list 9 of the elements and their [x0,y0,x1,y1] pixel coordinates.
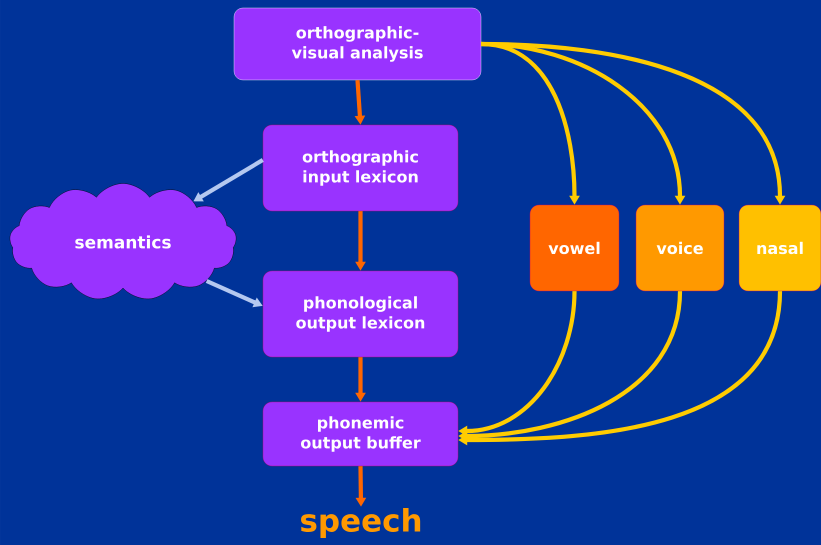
process-box: orthographic input lexicon [262,124,458,212]
semantics-cloud: semantics [10,183,236,300]
process-box: voice [636,204,724,292]
output-label: speech [301,508,420,538]
process-box: phonological output lexicon [262,270,458,358]
process-box: nasal [738,204,821,292]
process-box: vowel [530,204,620,292]
process-box: orthographic-visual analysis [234,8,482,80]
process-box: phonemic output buffer [262,402,458,466]
